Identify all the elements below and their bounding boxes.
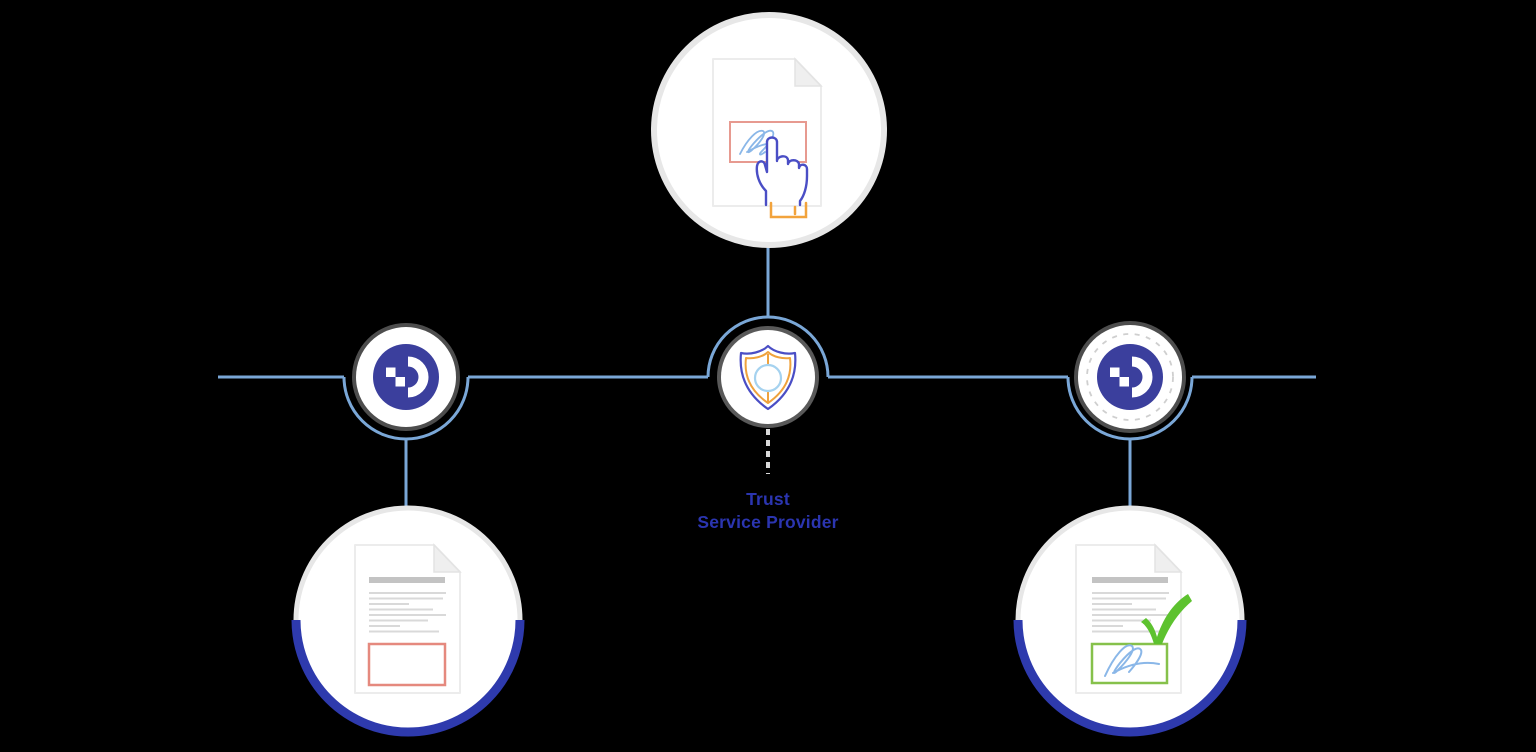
dokobit-logo-icon <box>373 344 439 410</box>
page-fold-corner <box>794 57 823 87</box>
doc-text-lines <box>369 592 446 633</box>
document-being-signed-node <box>651 12 887 248</box>
unsigned-document-node <box>291 505 525 737</box>
page-fold-corner <box>1154 543 1183 573</box>
document-signed-check-icon <box>1075 543 1192 694</box>
check-icon <box>1141 594 1192 644</box>
provider-left-node <box>352 323 460 431</box>
tsp-label: Trust Service Provider <box>640 488 896 534</box>
tsp-label-line1: Trust <box>746 489 790 509</box>
signed-document-node <box>1013 505 1247 737</box>
doc-text-lines <box>1092 592 1169 633</box>
connector-lines <box>218 246 1316 508</box>
hand-cuff <box>769 201 808 219</box>
doc-title-bar <box>369 577 445 583</box>
doc-title-bar <box>1092 577 1168 583</box>
document-tap-signature-icon <box>712 57 823 219</box>
provider-right-node <box>1074 321 1186 433</box>
page-fold-corner <box>433 543 462 573</box>
document-empty-signature-field-icon <box>354 543 462 694</box>
pointing-hand-icon <box>755 136 809 207</box>
unsigned-node-indigo-arc <box>291 619 525 737</box>
trust-service-provider-node <box>717 326 819 428</box>
dashed-ring <box>1086 333 1174 421</box>
signed-node-indigo-arc <box>1013 619 1247 737</box>
signature-scribble <box>1104 644 1160 677</box>
dokobit-logo-dashed-icon <box>1097 344 1163 410</box>
tsp-label-line2: Service Provider <box>697 512 839 532</box>
empty-signature-field-box <box>367 642 447 687</box>
shield-icon <box>739 344 797 411</box>
